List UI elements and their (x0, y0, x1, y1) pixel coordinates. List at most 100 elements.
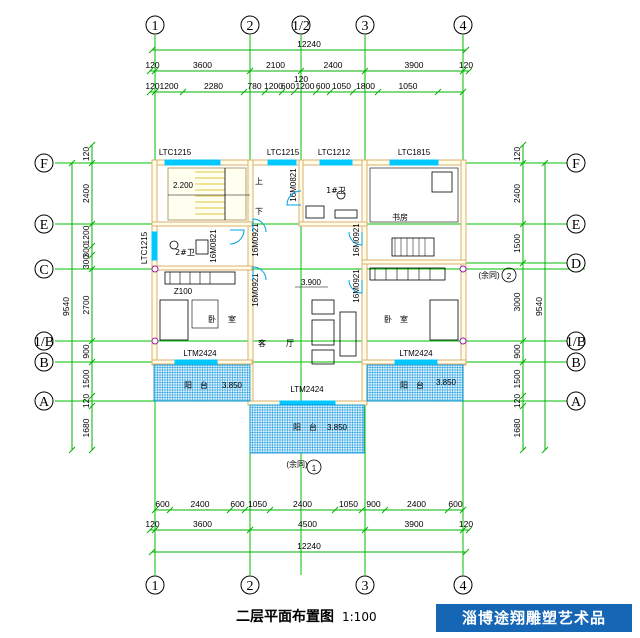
wall-C-left (151, 265, 253, 271)
axis-bubble-bottom (355, 575, 375, 595)
dim-left-detail-tick (88, 337, 96, 345)
axis-bubble-left-label: 1/B (34, 335, 54, 350)
balcony-right-label2: 台 (416, 380, 424, 390)
door-swing (348, 279, 363, 294)
column-marker (459, 337, 467, 345)
bedroom-left-bed (159, 299, 189, 341)
dim-bottom-detail-tick (151, 506, 159, 514)
bedroom-right-label2: 室 (400, 314, 408, 324)
dim-bottom-axis-tick (465, 526, 473, 534)
dim-left-detail-tick (88, 446, 96, 454)
section-mark-bottom-number: 1 (312, 464, 317, 473)
balcony-left-elevation: 3.850 (222, 381, 243, 390)
axis-bubble-left-label: B (39, 356, 48, 371)
balcony-left-label: 阳 (184, 381, 192, 390)
dim-left-detail-value: 120 (81, 147, 91, 161)
axis-bubble-left (34, 259, 54, 279)
axis-bubble-right-label: B (571, 356, 580, 371)
axis-bubble-top-label: 1/2 (292, 19, 310, 34)
living-table (311, 319, 335, 346)
dim-top-detail-tick (151, 88, 159, 96)
dim-top-detail-tick (179, 88, 187, 96)
dim-bottom-axis-tick (146, 526, 154, 534)
dim-bottom-detail-value: 600 (230, 499, 244, 509)
window-label: LTC1815 (398, 148, 431, 157)
dim-top-axis-value: 2100 (266, 60, 285, 70)
door-label: 16M0921 (352, 269, 361, 303)
stair-up-label: 上 (255, 177, 263, 186)
dim-bottom-detail-value: 600 (448, 499, 462, 509)
dim-bottom-axis-tick (151, 526, 159, 534)
balcony-center-label2: 台 (309, 422, 317, 432)
dim-top-total-tick (462, 46, 470, 54)
balcony-center-label: 阳 (293, 423, 301, 432)
dim-left-detail-value: 1680 (81, 418, 91, 437)
axis-bubble-bottom-label: 2 (247, 579, 254, 594)
living-elevation: 3.900 (301, 278, 322, 287)
dim-top-detail-value: 1800 (356, 81, 375, 91)
dim-right-detail-tick (519, 392, 527, 400)
column-marker (151, 337, 159, 345)
door-swing (286, 190, 302, 206)
door-label: 16M0821 (289, 168, 298, 202)
bath2-elevation: Z100 (174, 287, 193, 296)
dim-bottom-detail-tick (226, 506, 234, 514)
dim-left-detail-tick (88, 251, 96, 259)
axis-bubble-left (34, 214, 54, 234)
balcony-left (153, 364, 251, 402)
axis-bubble-bottom (453, 575, 473, 595)
bath1-vanity (305, 205, 325, 219)
window-f-right (389, 159, 439, 166)
axis-bubble-bottom-label: 4 (460, 579, 467, 594)
window-west (151, 231, 158, 261)
window-south-left (174, 359, 218, 365)
axis-bubble-left (34, 331, 54, 351)
balcony-right (366, 364, 464, 402)
drawing-scale: 1:100 (342, 610, 377, 624)
dim-left-detail-tick (88, 159, 96, 167)
section-mark-right-text: (余同) (478, 270, 500, 280)
dim-left-detail-tick (88, 402, 96, 410)
dim-bottom-detail-tick (241, 506, 249, 514)
door-swing (252, 218, 267, 233)
bedroom-right-wardrobe-box (369, 267, 446, 281)
dim-top-detail-tick (349, 88, 357, 96)
window-label: LTC1212 (318, 148, 351, 157)
dim-left-detail-tick (88, 141, 96, 149)
axis-bubble-top (453, 15, 473, 35)
window-label: LTM2424 (183, 349, 217, 358)
dim-top-detail-tick (459, 88, 467, 96)
dim-bottom-detail-value: 900 (366, 499, 380, 509)
axis-bubble-left-label: A (39, 395, 50, 410)
bedroom-left-label2: 室 (228, 314, 236, 324)
balcony-right-label: 阳 (400, 381, 408, 390)
dim-right-detail-tick (519, 446, 527, 454)
bath1-counter (334, 209, 358, 219)
dim-top-axis-value: 3600 (193, 60, 212, 70)
dim-left-detail-tick (88, 220, 96, 228)
axis-bubble-right (566, 253, 586, 273)
dim-top-axis-tick (297, 67, 305, 75)
dim-top-detail-value: 780 (247, 81, 261, 91)
dim-top-detail-value: 1050 (332, 81, 351, 91)
dim-bottom-axis-value: 3600 (193, 519, 212, 529)
stair-area (167, 167, 247, 221)
dim-right-detail-value: 120 (512, 394, 522, 408)
dim-top-detail-tick (278, 88, 286, 96)
wall-E-left (151, 221, 253, 227)
dim-left-total-value: 9540 (61, 297, 71, 316)
dim-bottom-axis-value: 120 (145, 519, 159, 529)
dim-top-detail-tick (290, 88, 298, 96)
dim-left-detail-tick (88, 358, 96, 366)
dim-top-total-tick (148, 46, 156, 54)
dim-bottom-detail-tick (459, 506, 467, 514)
axis-bubble-right-label: D (571, 257, 581, 272)
dim-right-detail-value: 1500 (512, 234, 522, 253)
dim-top-axis-value: 120 (145, 60, 159, 70)
section-mark-right-circle (501, 267, 517, 283)
dim-top-detail-value: 120 (145, 81, 159, 91)
axis-bubble-right (566, 153, 586, 173)
dim-right-detail-tick (519, 358, 527, 366)
axis-bubble-top (355, 15, 375, 35)
